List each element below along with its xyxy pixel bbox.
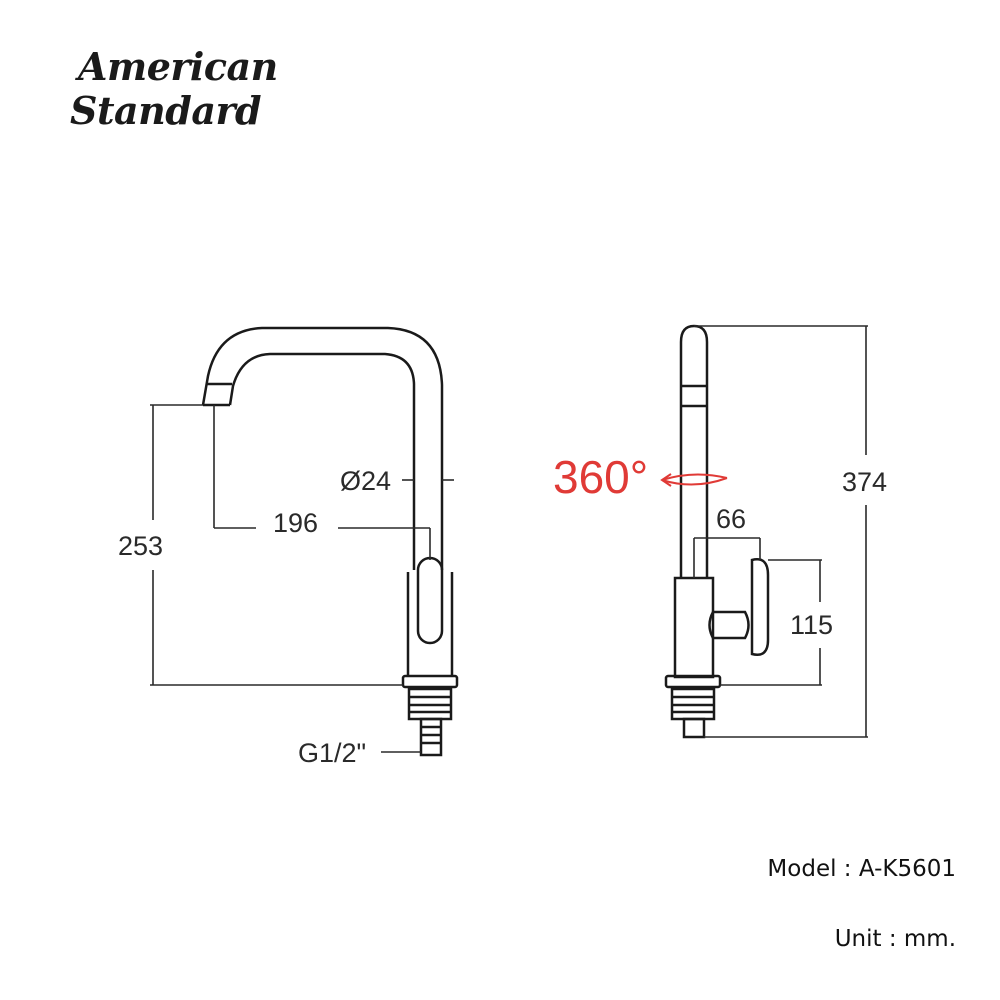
front-body (406, 572, 454, 676)
front-handle (416, 556, 444, 645)
side-shank (682, 717, 706, 739)
front-shank (419, 717, 443, 757)
side-handle-lever (750, 558, 770, 656)
side-dimensions (693, 325, 868, 738)
height-253-label: 253 (118, 531, 163, 561)
front-spout-outer (201, 326, 444, 570)
front-spout-inner (228, 352, 416, 570)
logo-line-1: American (78, 44, 278, 89)
american-standard-logo: American Standard (70, 40, 278, 135)
front-dimensions (150, 404, 454, 753)
rotation-360-label: 360° (553, 451, 648, 503)
rotation-arrow (660, 473, 728, 487)
front-base-plate (401, 674, 459, 689)
logo-line-2: Standard (70, 88, 262, 133)
side-view (664, 324, 770, 739)
side-body (673, 576, 715, 679)
front-view (201, 326, 459, 757)
diameter-24-label: Ø24 (340, 466, 391, 496)
thread-size-label: G1/2" (298, 738, 366, 768)
offset-66-label: 66 (716, 504, 746, 534)
height-374-label: 374 (842, 467, 887, 497)
handle-115-label: 115 (790, 610, 833, 640)
side-handle-stem (708, 610, 750, 640)
side-base-plate (664, 674, 722, 689)
unit-label: Unit : mm. (834, 926, 956, 952)
reach-196-label: 196 (273, 508, 318, 538)
model-label: Model : A-K5601 (767, 856, 956, 882)
